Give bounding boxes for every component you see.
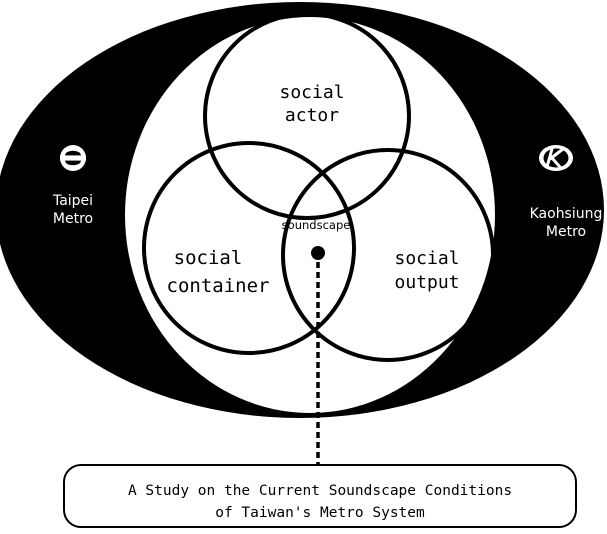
- taipei-metro-label-line1: Taipei: [52, 193, 93, 209]
- soundscape-label: soundscape: [282, 218, 351, 232]
- social-output-label-line2: output: [394, 272, 459, 293]
- inner-white-field: [125, 17, 495, 413]
- social-container-circle: [142, 141, 356, 355]
- social-container-label-line1: social: [174, 247, 243, 269]
- kaohsiung-metro-label-line2: Metro: [546, 224, 586, 240]
- social-actor-circle: [203, 12, 411, 220]
- study-title-line1: A Study on the Current Soundscape Condit…: [128, 483, 512, 499]
- social-output-circle: [281, 148, 495, 362]
- study-title-line2: of Taiwan's Metro System: [215, 505, 425, 521]
- kaohsiung-metro-logo-icon: [539, 145, 573, 171]
- social-output-label-line1: social: [394, 248, 459, 269]
- soundscape-point: [311, 246, 325, 260]
- taipei-metro-logo-icon: [60, 145, 86, 171]
- social-actor-label-line1: social: [279, 82, 344, 103]
- study-title-box: [63, 464, 577, 528]
- taipei-metro-label-line2: Metro: [53, 211, 93, 227]
- social-container-label-line2: container: [167, 275, 270, 297]
- kaohsiung-metro-label-line1: Kaohsiung: [530, 206, 603, 222]
- social-actor-label-line2: actor: [285, 105, 339, 126]
